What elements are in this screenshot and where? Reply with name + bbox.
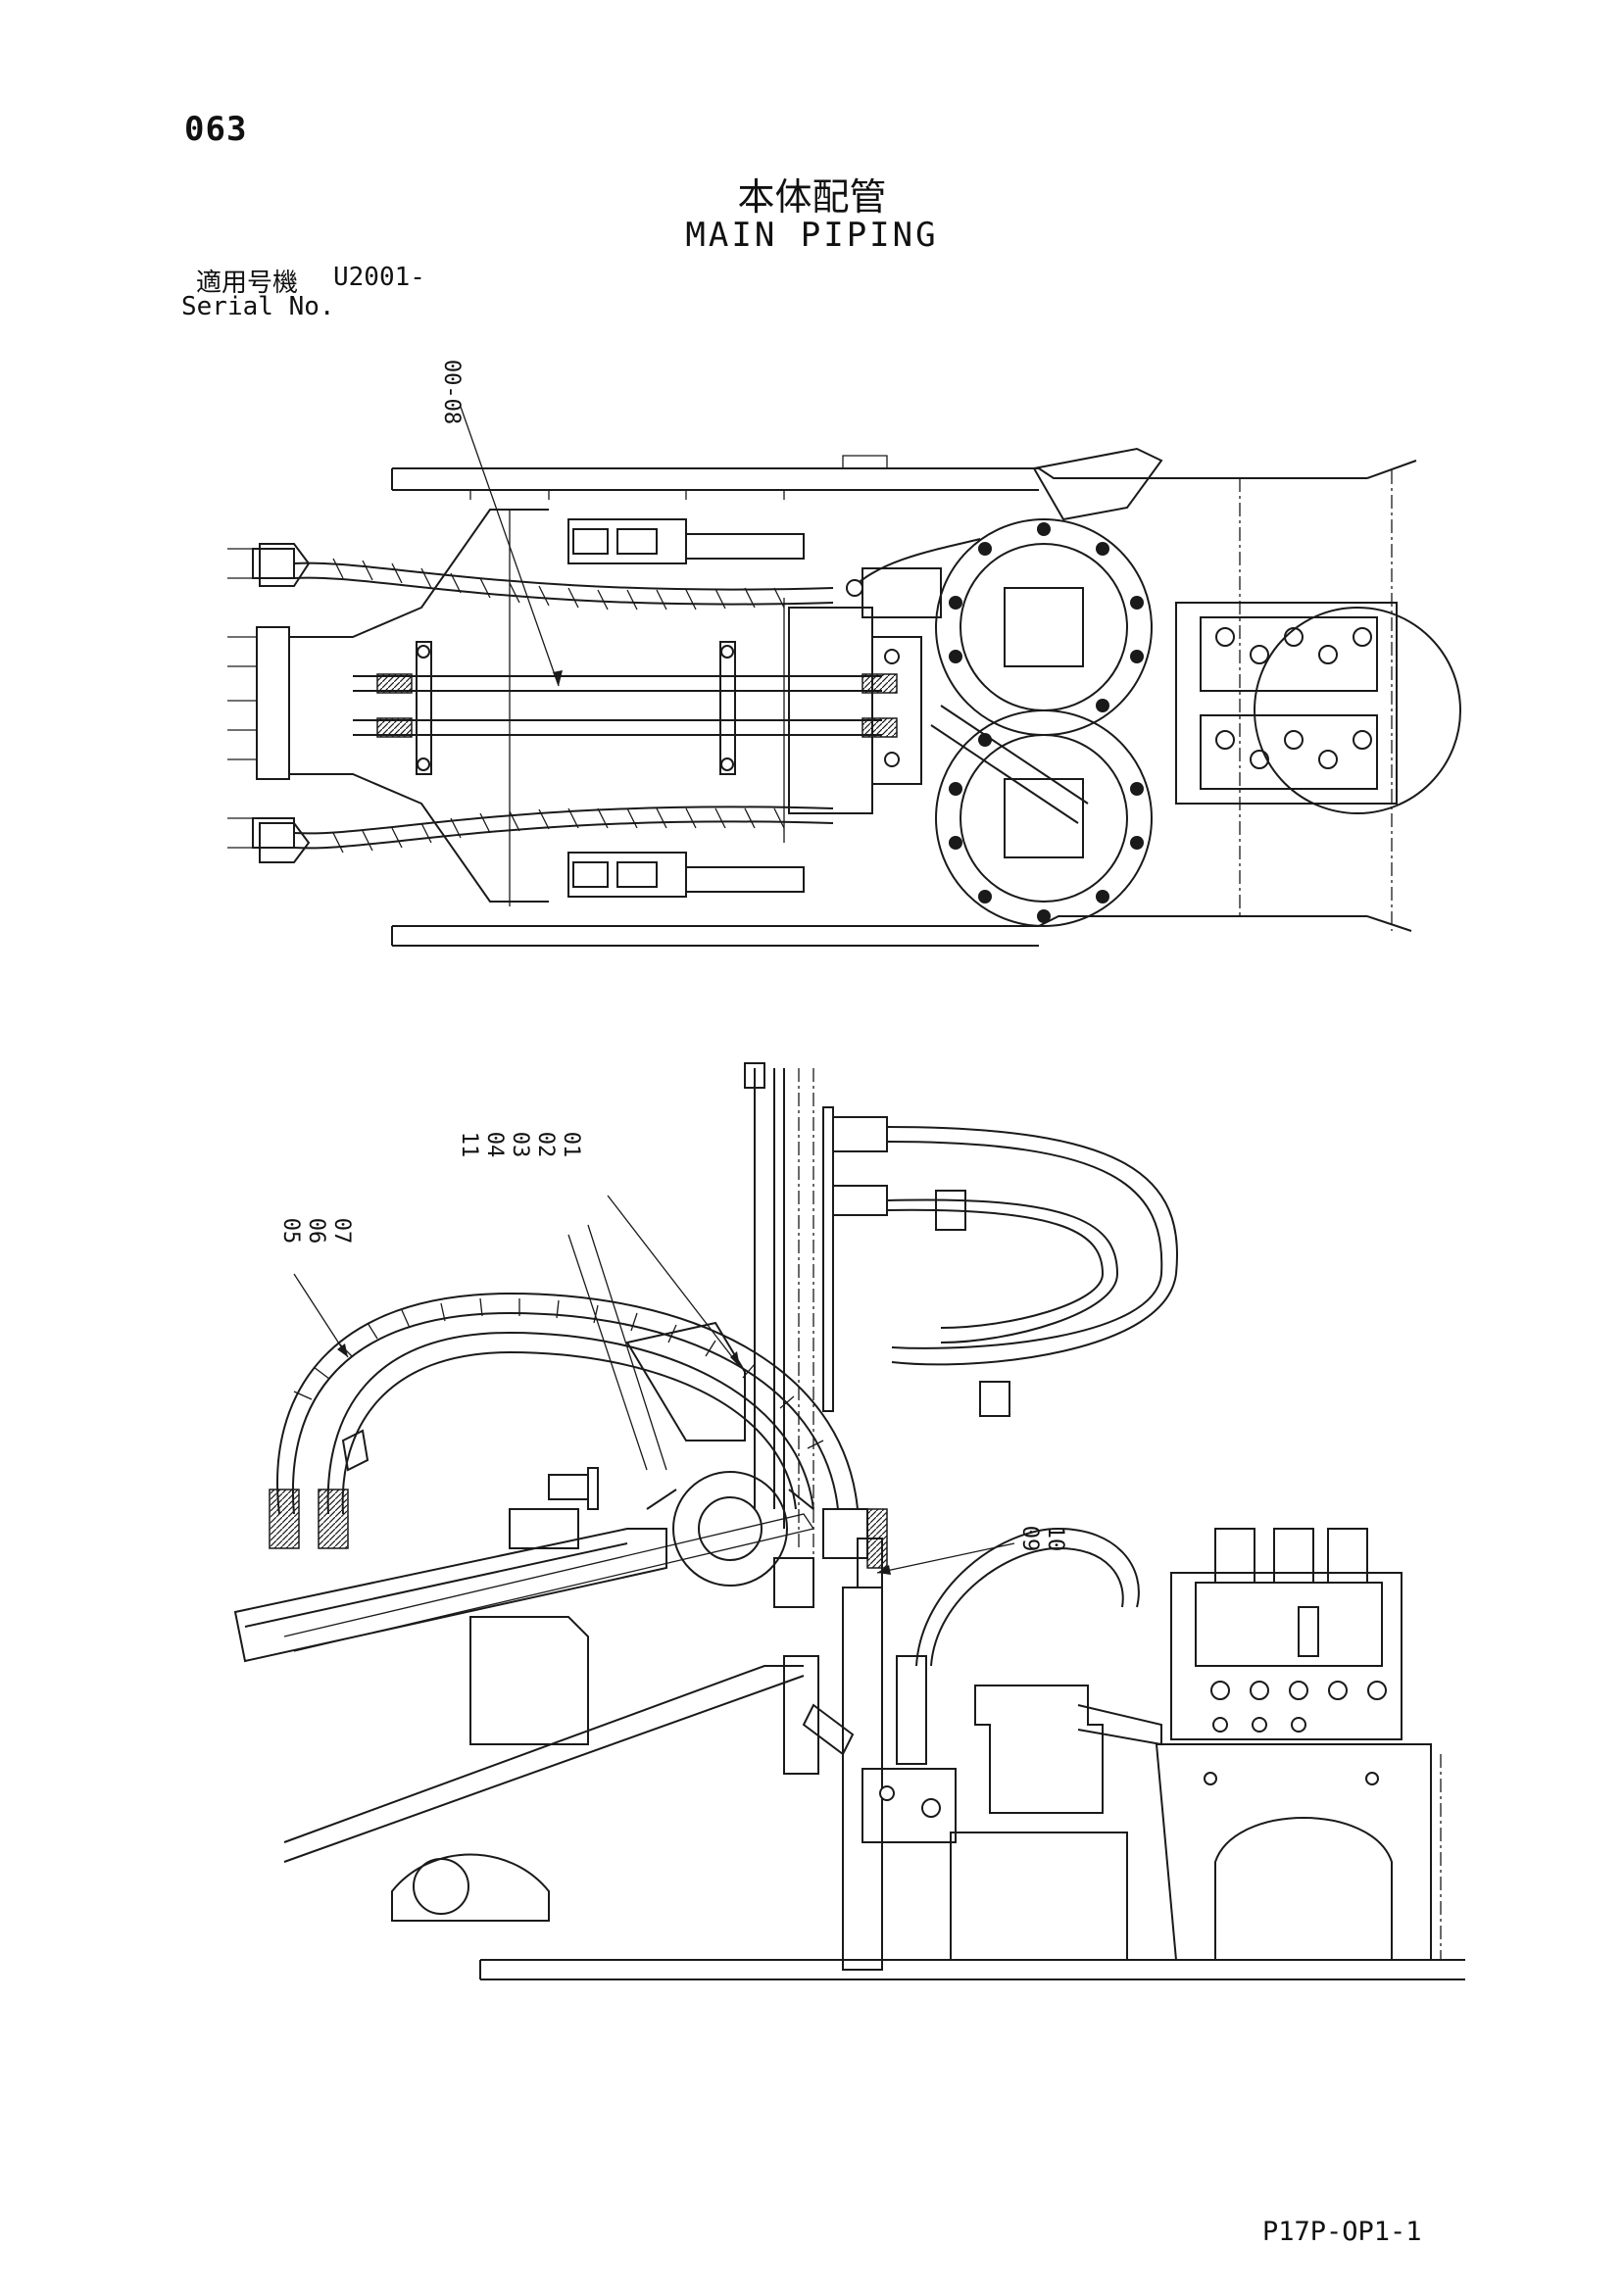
page-number: 063 — [184, 110, 248, 149]
drawing-code: P17P-OP1-1 — [1262, 2217, 1422, 2247]
title-english: MAIN PIPING — [685, 216, 939, 255]
title-japanese: 本体配管 — [737, 175, 887, 219]
serial-label-english: Serial No. — [181, 292, 335, 321]
serial-value: U2001- — [333, 263, 425, 292]
side-view-diagram — [233, 1062, 1465, 1980]
side-valve-ports — [1210, 1681, 1387, 1733]
serial-label-japanese: 適用号機 — [196, 269, 299, 298]
top-view-diagram — [227, 406, 1461, 947]
control-valve-ports — [1215, 627, 1372, 769]
